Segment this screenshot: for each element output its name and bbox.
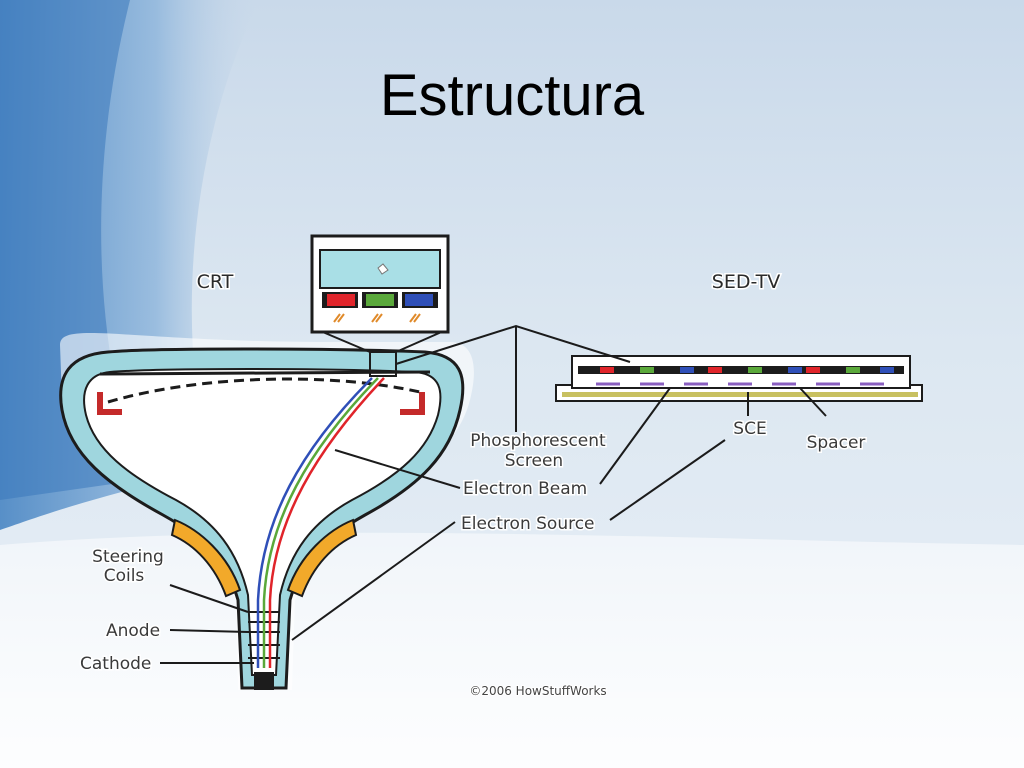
spacer-label: Spacer (807, 433, 866, 453)
copyright-label: ©2006 HowStuffWorks (469, 684, 606, 698)
electron-beam-red (268, 377, 385, 668)
pixel-inset (310, 234, 450, 334)
crt-screen-line (99, 370, 431, 376)
leader-lines (160, 324, 827, 664)
anode-label: Anode (106, 621, 160, 641)
phosphorescent-screen-label-line2: Screen (505, 451, 563, 471)
steering-coils-label-line1: Steering (92, 547, 164, 567)
sed-tv-label: SED-TV (712, 271, 780, 293)
crt-right-bracket (400, 392, 425, 415)
sed-panel (555, 355, 923, 402)
steering-coil-left (170, 518, 242, 598)
steering-coils-label-line2: Coils (104, 566, 145, 586)
crt-left-bracket (97, 392, 122, 415)
sce-label: SCE (733, 419, 766, 439)
cathode-label: Cathode (80, 654, 151, 674)
crt-tube-cavity (83, 368, 442, 676)
sed-pixel-row (600, 367, 894, 373)
phosphorescent-screen-label-line1: Phosphorescent (470, 431, 606, 451)
slide-title: Estructura (379, 63, 645, 128)
electron-beam-label: Electron Beam (463, 479, 587, 499)
crt-scan-arc (107, 377, 421, 404)
steering-coil-right (286, 518, 358, 598)
electron-beam-blue (256, 377, 373, 668)
crt-label: CRT (197, 271, 234, 293)
electron-beam-green (262, 377, 379, 668)
electron-source-label: Electron Source (461, 514, 595, 534)
